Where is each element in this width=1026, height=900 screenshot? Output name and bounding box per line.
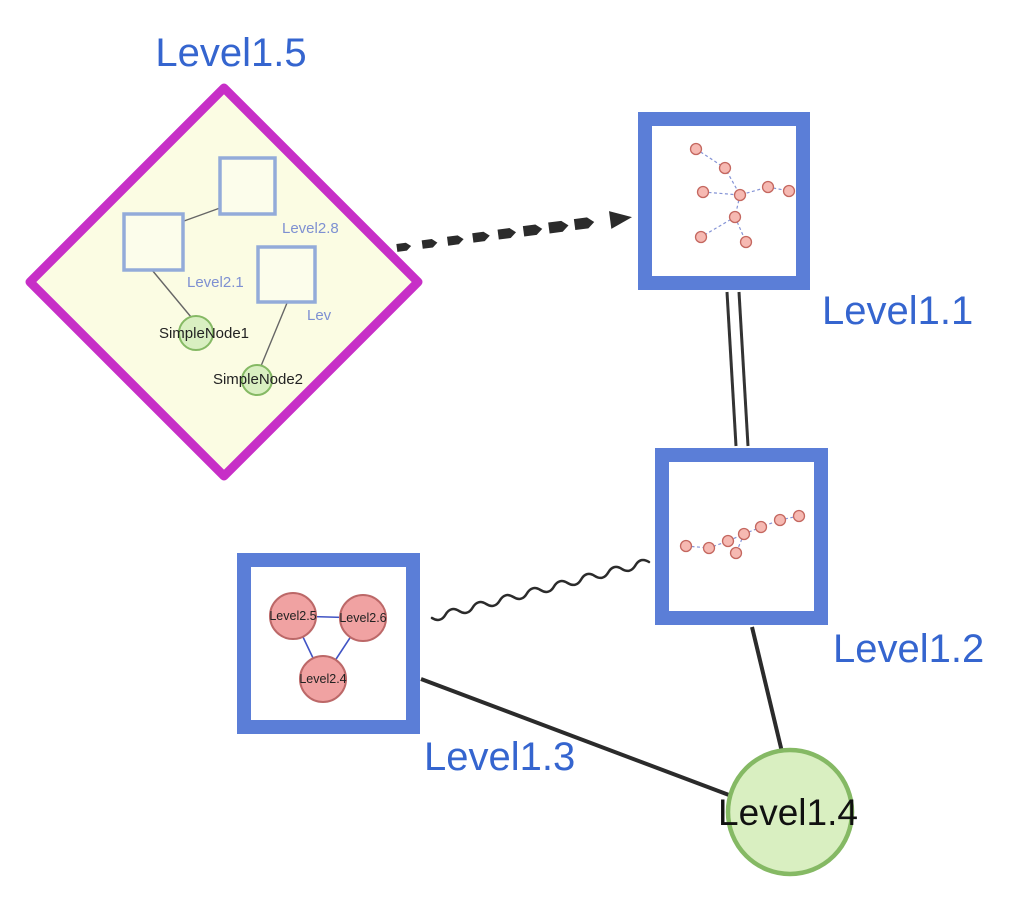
- node-label-simplenode1: SimpleNode1: [159, 325, 249, 342]
- edge-level12-to-level14[interactable]: [750, 626, 784, 753]
- mini-node[interactable]: [689, 142, 703, 156]
- node-level1-5-diamond[interactable]: [25, 83, 423, 481]
- mini-node[interactable]: [721, 534, 735, 548]
- node-label-level1-2: Level1.2: [833, 627, 984, 671]
- mini-node[interactable]: [739, 235, 753, 249]
- edge-level11-to-level12-double[interactable]: [725, 291, 750, 447]
- edge-level13-to-level12-wavy[interactable]: [430, 558, 651, 622]
- mini-node[interactable]: [729, 546, 743, 560]
- arrowhead-icon: [608, 211, 632, 229]
- node-label-simplenode2: SimpleNode2: [213, 371, 303, 388]
- node-level1-4[interactable]: [725, 747, 855, 877]
- subgraph-level1-2: [679, 509, 806, 560]
- mini-node[interactable]: [773, 513, 787, 527]
- mini-node[interactable]: [679, 539, 693, 553]
- node-level1-1[interactable]: [638, 112, 810, 290]
- node-label-level2-5: Level2.5: [269, 609, 316, 623]
- node-label-level1-5: Level1.5: [155, 31, 306, 75]
- edge-lev-to-simplenode2[interactable]: [260, 302, 288, 367]
- node-label-level2-4: Level2.4: [299, 672, 346, 686]
- node-level1-5-group: Level1.5 Level2.8 Level2.1 Lev SimpleNod…: [25, 31, 423, 481]
- node-label-level1-3: Level1.3: [424, 735, 575, 779]
- node-level1-3[interactable]: [237, 553, 420, 734]
- node-label-level1-4: Level1.4: [718, 792, 858, 833]
- mini-node[interactable]: [694, 230, 708, 244]
- node-label-level2-1: Level2.1: [187, 274, 244, 291]
- mini-node[interactable]: [718, 161, 732, 175]
- mini-node[interactable]: [733, 188, 747, 202]
- node-level2-4[interactable]: [299, 655, 347, 703]
- mini-node[interactable]: [792, 509, 806, 523]
- subgraph-level1-1: [689, 142, 796, 249]
- node-level2-5[interactable]: [269, 592, 317, 640]
- node-label-level2-x: Lev: [307, 307, 332, 324]
- node-level1-2-group: Level1.2: [655, 448, 984, 671]
- mini-node[interactable]: [696, 185, 710, 199]
- node-level2-x[interactable]: [256, 245, 317, 304]
- node-simplenode1[interactable]: [178, 315, 214, 351]
- node-level2-8[interactable]: [218, 156, 277, 216]
- edge-level13-to-level14[interactable]: [420, 677, 730, 797]
- node-label-level2-8: Level2.8: [282, 220, 339, 237]
- mini-node[interactable]: [737, 527, 751, 541]
- node-level1-3-group: Level2.5 Level2.6 Level2.4 Level1.3: [237, 553, 575, 779]
- mini-node[interactable]: [702, 541, 716, 555]
- node-simplenode2[interactable]: [241, 364, 273, 396]
- edge-level21-to-level28[interactable]: [183, 207, 221, 222]
- node-label-level1-1: Level1.1: [822, 289, 973, 333]
- node-level2-1[interactable]: [122, 212, 185, 272]
- node-level2-6[interactable]: [339, 594, 387, 642]
- subgraph-level1-5: Level2.8 Level2.1 Lev SimpleNode1 Simple…: [122, 156, 339, 396]
- edge-level21-to-simplenode1[interactable]: [151, 269, 192, 318]
- mini-node[interactable]: [761, 180, 775, 194]
- subgraph-level1-3: Level2.5 Level2.6 Level2.4: [269, 592, 387, 703]
- edge-level15-to-level11-dashed-arrow[interactable]: [396, 208, 633, 252]
- mini-node[interactable]: [754, 520, 768, 534]
- node-level1-1-group: Level1.1: [638, 112, 973, 333]
- node-level1-4-group: Level1.4: [718, 747, 858, 877]
- node-label-level2-6: Level2.6: [339, 611, 386, 625]
- mini-node[interactable]: [782, 184, 796, 198]
- mini-node[interactable]: [728, 210, 742, 224]
